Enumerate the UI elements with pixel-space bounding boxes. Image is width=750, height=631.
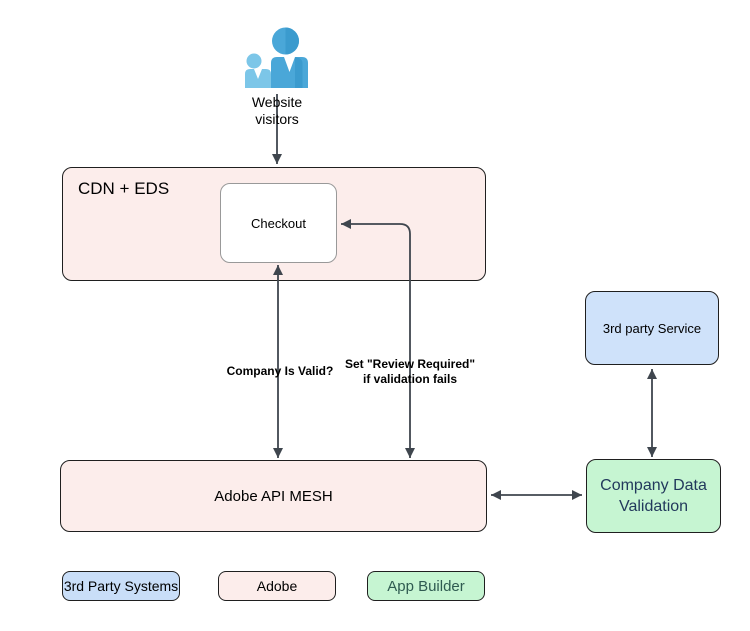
edge-label-review-line1: Set "Review Required"	[344, 357, 476, 371]
legend-third-party-systems: 3rd Party Systems	[62, 571, 180, 601]
adobe-api-mesh-label: Adobe API MESH	[214, 487, 333, 505]
company-data-validation-box: Company Data Validation	[586, 459, 721, 533]
visitors-caption-line2: visitors	[255, 111, 299, 127]
legend-app-builder: App Builder	[367, 571, 485, 601]
small-user-body	[245, 69, 271, 88]
edge-label-review-line2: if validation fails	[362, 372, 458, 386]
small-user-head	[246, 53, 262, 69]
visitors-caption: Website visitors	[217, 94, 337, 128]
adobe-api-mesh-box: Adobe API MESH	[60, 460, 487, 532]
large-user-body-shade	[295, 57, 303, 88]
legend-app-builder-label: App Builder	[387, 577, 465, 595]
legend-third-party-systems-label: 3rd Party Systems	[63, 578, 179, 594]
visitors-caption-line1: Website	[251, 94, 303, 110]
company-data-validation-line2: Validation	[618, 498, 689, 515]
checkout-label: Checkout	[251, 215, 306, 231]
cdn-eds-title: CDN + EDS	[78, 179, 170, 198]
third-party-service-label: 3rd party Service	[602, 320, 702, 336]
checkout-box: Checkout	[220, 183, 337, 263]
third-party-service-box: 3rd party Service	[585, 291, 719, 365]
legend-adobe: Adobe	[218, 571, 336, 601]
legend-adobe-label: Adobe	[256, 578, 298, 594]
edge-label-review-required: Set "Review Required" if validation fail…	[335, 357, 485, 387]
company-data-validation-line1: Company Data	[600, 477, 707, 494]
website-visitors-icon	[245, 27, 308, 88]
large-user-head-shade	[285, 27, 299, 55]
